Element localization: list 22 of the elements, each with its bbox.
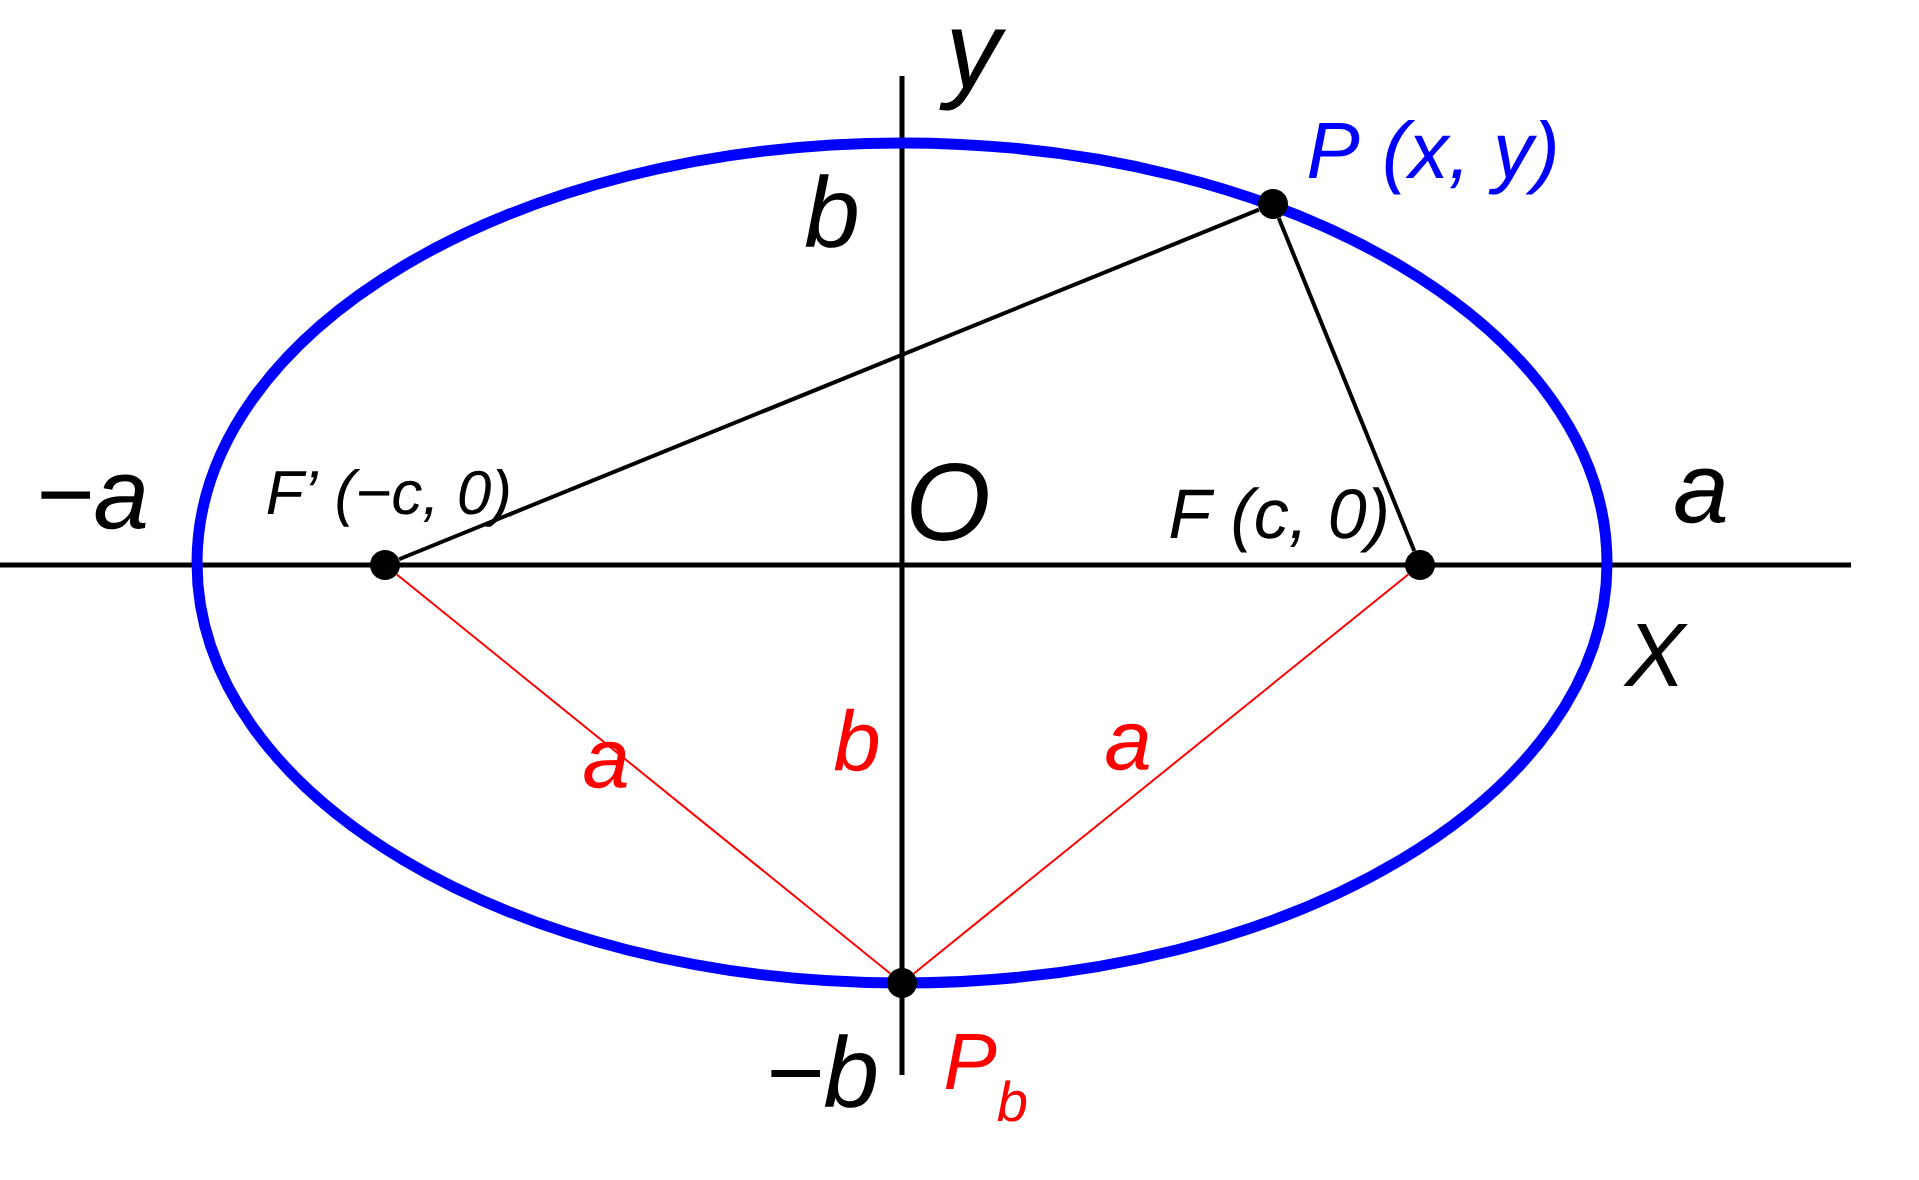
axis-label: b	[805, 174, 857, 248]
line-segment	[912, 573, 1410, 975]
line-segment	[398, 207, 1260, 562]
line-segment	[395, 573, 892, 975]
point: P (x, y)	[1258, 120, 1555, 219]
axis-label: X	[1623, 624, 1688, 686]
edge-label: a	[1106, 723, 1149, 771]
node-label: P$_{b}$	[945, 1033, 1027, 1122]
axis-label: b	[834, 708, 879, 772]
node-label: P (x, y)	[1308, 120, 1555, 195]
axis-label: O	[911, 463, 988, 541]
point: P$_{b}$	[887, 968, 1027, 1122]
axis-label: −b	[771, 1034, 876, 1108]
edge-label: a	[584, 741, 627, 789]
axis-label: a	[1675, 468, 1726, 524]
line-segment	[1276, 217, 1417, 552]
point: F’ (−c, 0)	[267, 469, 509, 580]
node-label: F (c, 0)	[1170, 487, 1386, 553]
axis-label: −a	[41, 474, 146, 530]
axis-label: y	[939, 29, 1007, 111]
point: F (c, 0)	[1170, 487, 1435, 580]
node-label: F’ (−c, 0)	[267, 469, 509, 527]
